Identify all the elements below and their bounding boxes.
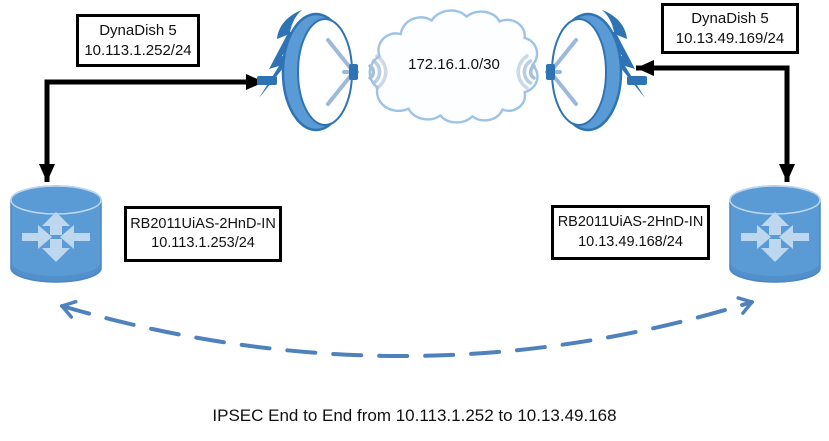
device-ip: 10.13.49.168/24 <box>578 233 683 250</box>
device-ip: 10.113.1.252/24 <box>84 41 192 59</box>
satellite-dish-left-icon <box>257 10 388 132</box>
signal-waves-icon <box>368 54 388 90</box>
router-left-icon <box>10 185 102 283</box>
router-right-icon <box>729 185 821 283</box>
ipsec-tunnel-dashed-arrow <box>60 296 754 359</box>
device-name: RB2011UiAS-2HnD-IN <box>557 214 704 231</box>
router-arrows <box>741 212 809 262</box>
dish-shape <box>257 10 388 132</box>
diagram-caption: IPSEC End to End from 10.113.1.252 to 10… <box>212 406 617 425</box>
device-name: DynaDish 5 <box>691 9 769 27</box>
cloud-subnet-label: 172.16.1.0/30 <box>408 56 500 73</box>
signal-waves-icon <box>516 54 536 90</box>
satellite-dish-right-icon <box>516 10 647 132</box>
router-right-label-box: RB2011UiAS-2HnD-IN 10.13.49.168/24 <box>551 205 710 260</box>
router-arrows <box>22 212 90 262</box>
router-left-label-box: RB2011UiAS-2HnD-IN 10.113.1.253/24 <box>124 206 282 262</box>
left-elbow-arrow <box>39 74 264 182</box>
dish-left-label-box: DynaDish 5 10.113.1.252/24 <box>76 14 200 67</box>
device-name: RB2011UiAS-2HnD-IN <box>130 215 276 232</box>
dish-right-label-box: DynaDish 5 10.13.49.169/24 <box>661 3 799 54</box>
network-cloud-icon <box>368 9 539 124</box>
device-name: DynaDish 5 <box>99 21 177 39</box>
device-ip: 10.113.1.253/24 <box>151 235 255 251</box>
right-elbow-arrow <box>636 60 795 182</box>
device-ip: 10.13.49.169/24 <box>675 29 785 47</box>
